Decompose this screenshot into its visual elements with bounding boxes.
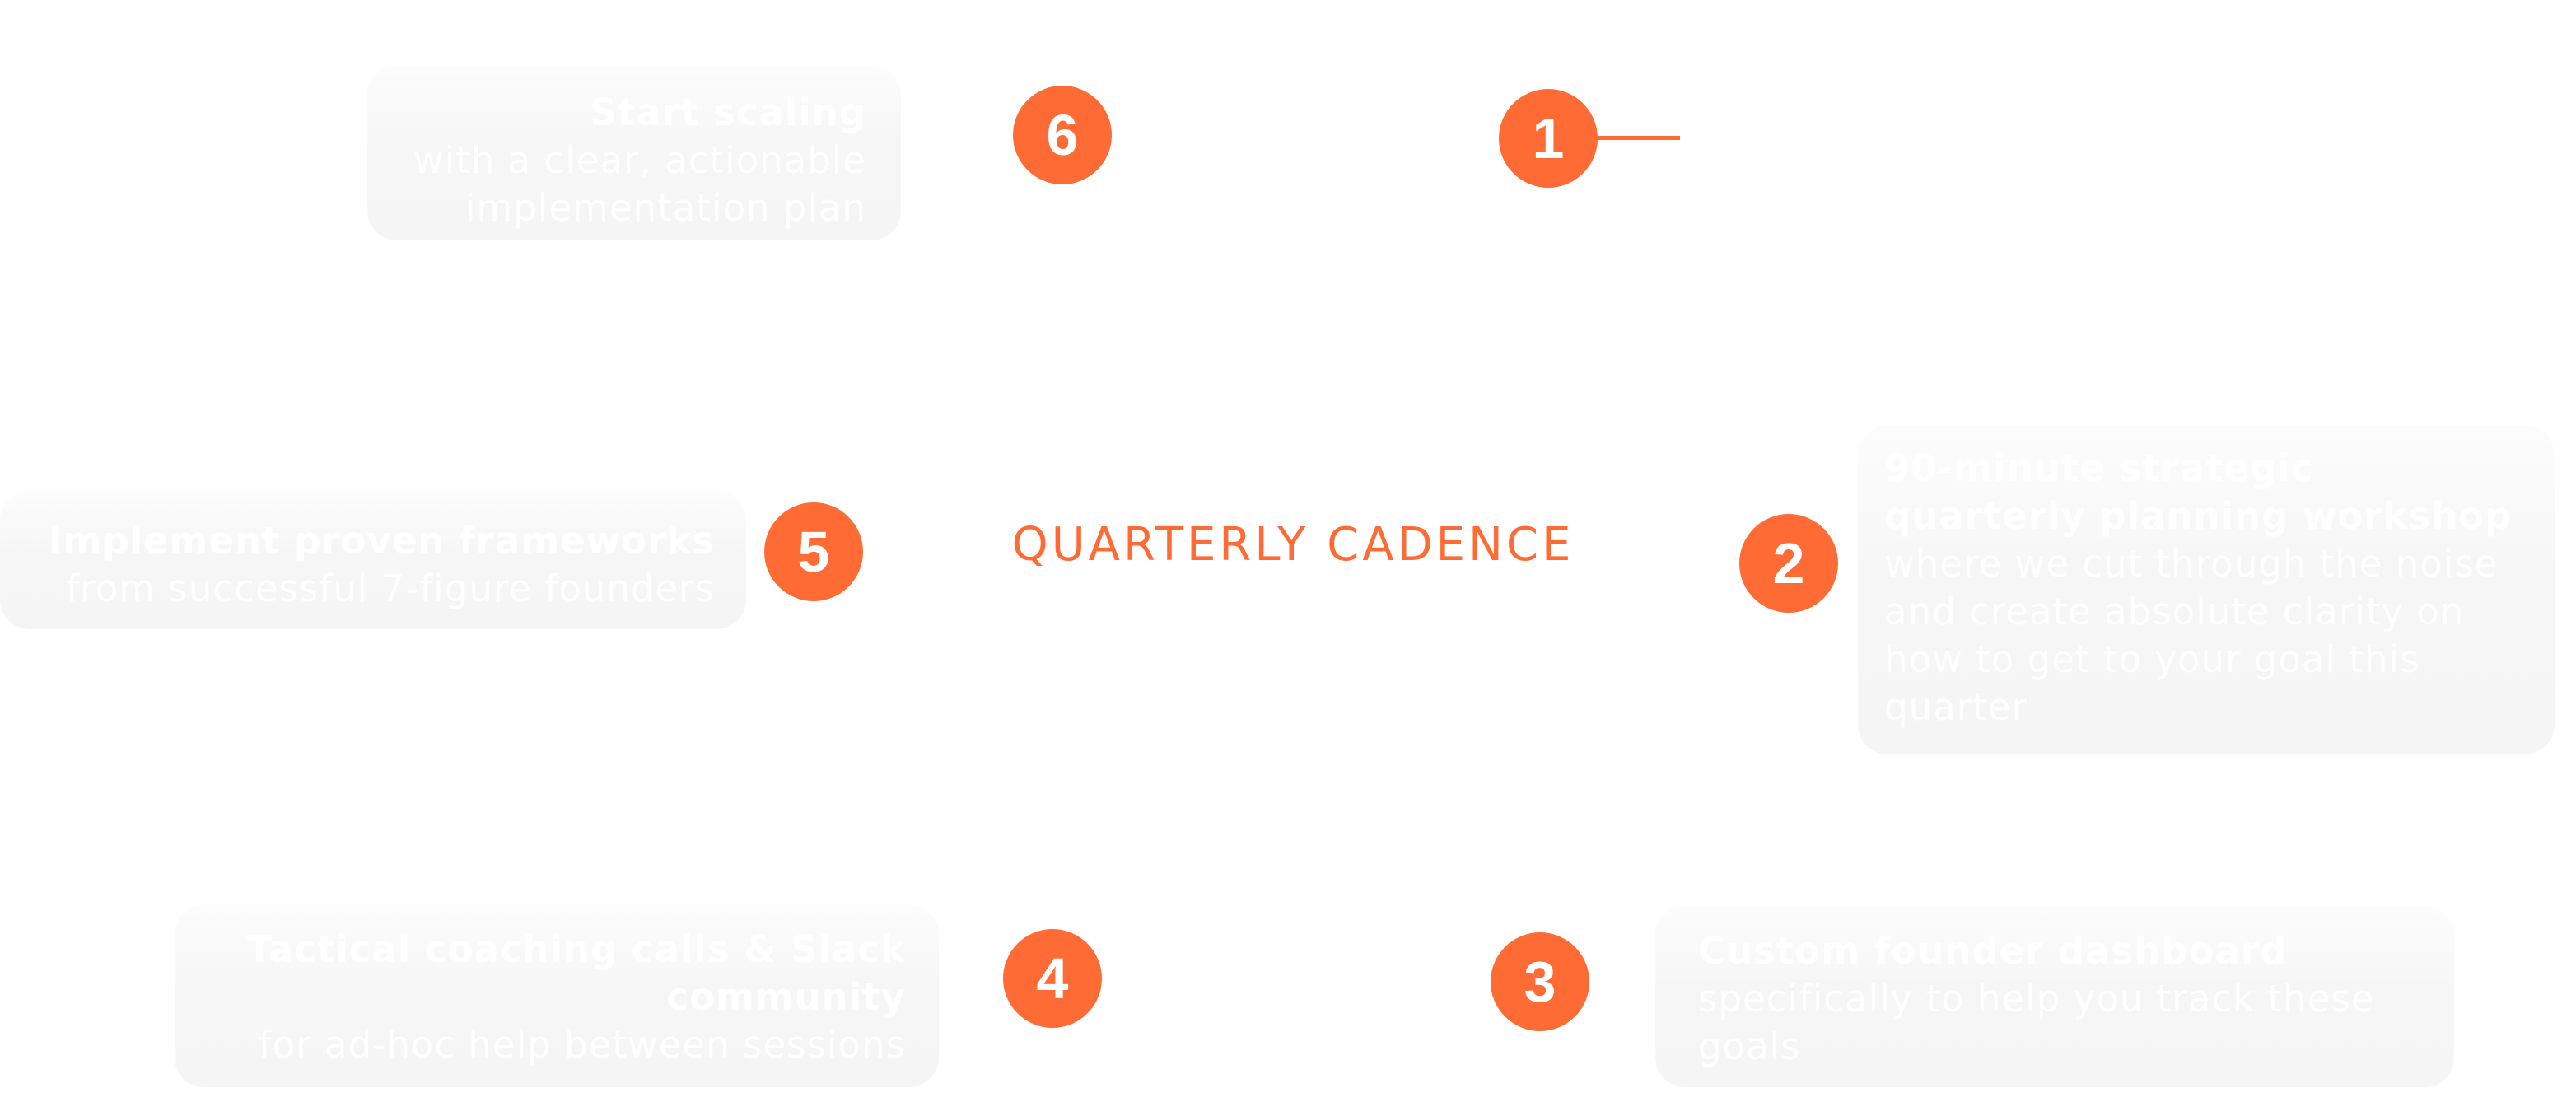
step-3-description: specifically to help you track these goa… xyxy=(1698,977,2375,1068)
step-2-title: 90-minute strategic quarterly planning w… xyxy=(1884,446,2513,538)
step-5-description: from successful 7-figure founders xyxy=(66,567,715,610)
step-2-description: where we cut through the noise and creat… xyxy=(1884,542,2499,729)
step-1-number-badge: 1 xyxy=(1499,89,1598,188)
step-6-title: Start scaling xyxy=(590,91,866,134)
step-6-number-badge: 6 xyxy=(1013,86,1112,184)
step-4-description: for ad-hoc help between sessions xyxy=(258,1023,906,1067)
step-2-number-badge: 2 xyxy=(1739,514,1838,613)
step-3-title: Custom founder dashboard xyxy=(1698,929,2288,973)
step-5-title: Implement proven frameworks xyxy=(48,519,715,563)
step-5-number-badge: 5 xyxy=(764,502,863,601)
step-2-card: 90-minute strategic quarterly planning w… xyxy=(1858,425,2555,754)
step-4-card: Tactical coaching calls & Slack communit… xyxy=(175,904,939,1087)
step-5-card: Implement proven frameworks from success… xyxy=(0,491,746,629)
step-3-card: Custom founder dashboard specifically to… xyxy=(1655,906,2454,1087)
step-1-connector-line xyxy=(1598,136,1680,140)
step-6-card: Start scaling with a clear, actionable i… xyxy=(367,66,901,240)
diagram-title: QUARTERLY CADENCE xyxy=(1011,518,1575,572)
step-4-number-badge: 4 xyxy=(1003,929,1102,1028)
step-4-title: Tactical coaching calls & Slack communit… xyxy=(246,927,906,1019)
step-6-description: with a clear, actionable implementation … xyxy=(413,138,866,230)
step-3-number-badge: 3 xyxy=(1491,932,1589,1031)
